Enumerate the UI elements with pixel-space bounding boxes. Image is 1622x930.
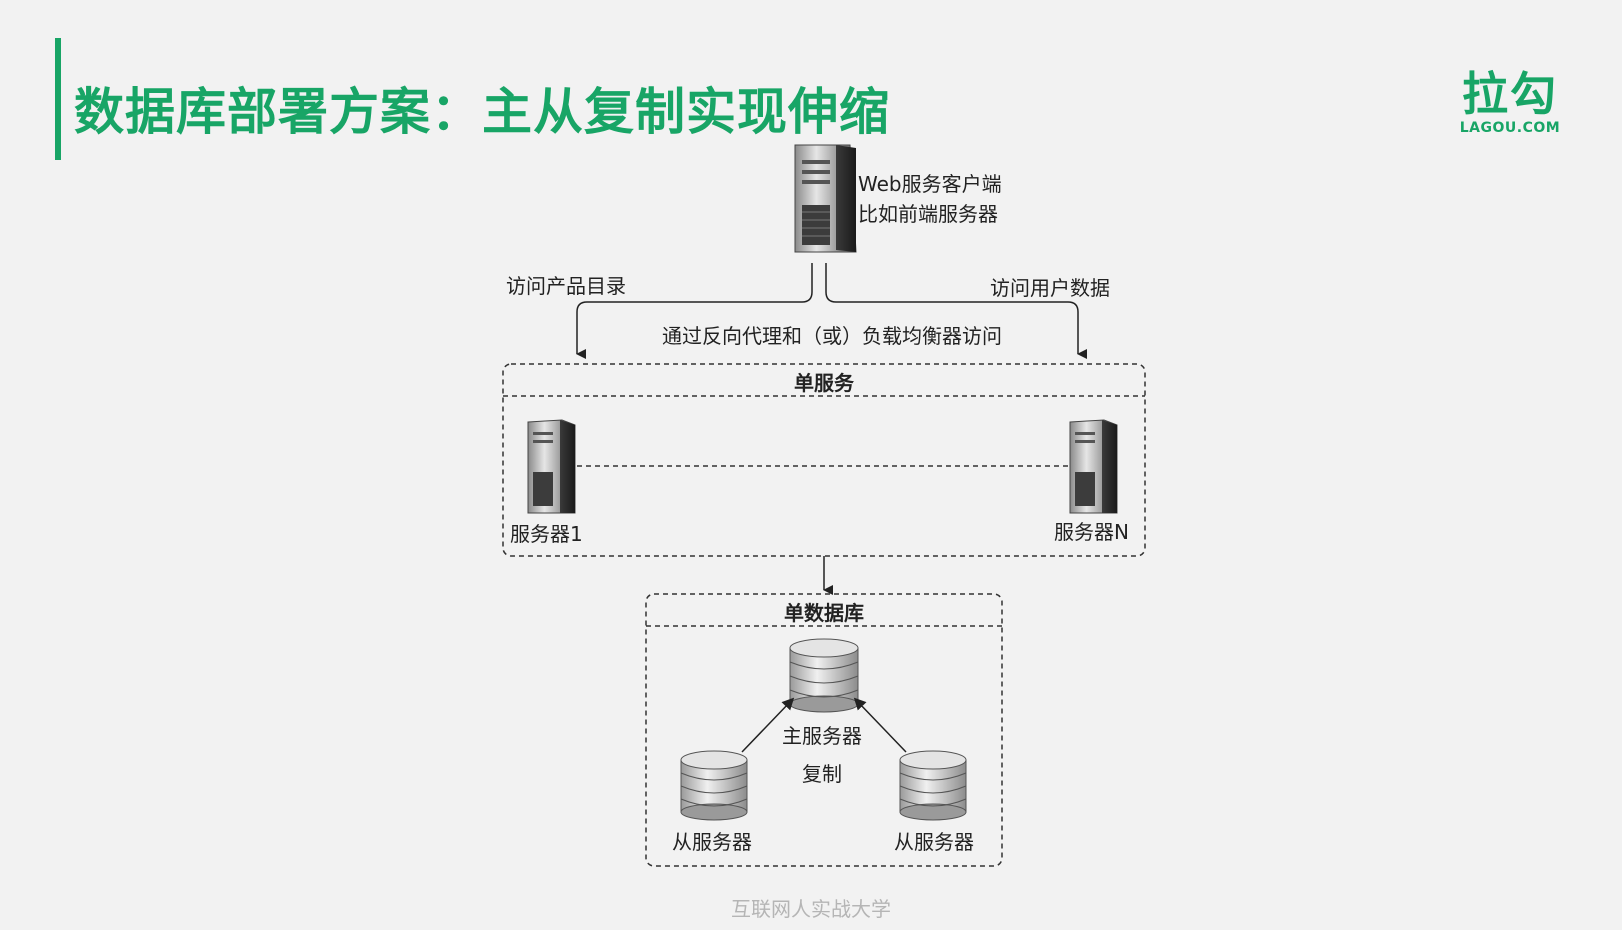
database-group-box — [645, 593, 1003, 867]
right-path-connector — [825, 263, 1087, 359]
client-label-line-2: 比如前端服务器 — [858, 202, 998, 226]
web-client-server-icon — [794, 144, 857, 253]
footer-slogan: 互联网人实战大学 — [731, 897, 891, 921]
client-label-line-1: Web服务客户端 — [858, 172, 1002, 196]
lagou-logo: 拉勾 LAGOU.COM — [1455, 68, 1565, 136]
master-database-icon — [789, 638, 859, 713]
slave-right-label: 从服务器 — [894, 830, 974, 854]
master-label: 主服务器 — [782, 724, 862, 748]
right-path-label: 访问用户数据 — [990, 276, 1110, 300]
server-n-label: 服务器N — [1054, 520, 1129, 544]
server-1-label: 服务器1 — [510, 522, 583, 546]
replication-arrow-right — [853, 697, 907, 753]
database-group-title: 单数据库 — [784, 601, 864, 625]
slave-database-right-icon — [899, 750, 967, 821]
logo-sub-text: LAGOU.COM — [1459, 120, 1561, 136]
replication-arrow-left — [741, 697, 795, 753]
title-accent-bar — [55, 38, 61, 160]
slave-left-label: 从服务器 — [672, 830, 752, 854]
replication-label: 复制 — [802, 762, 842, 786]
logo-main-text: 拉勾 — [1462, 67, 1558, 121]
server-1-icon — [527, 419, 576, 514]
slave-database-left-icon — [680, 750, 748, 821]
server-n-icon — [1069, 419, 1118, 514]
left-path-label: 访问产品目录 — [506, 274, 626, 298]
proxy-label: 通过反向代理和（或）负载均衡器访问 — [662, 324, 1002, 348]
left-path-connector — [576, 263, 813, 359]
service-group-title: 单服务 — [794, 371, 854, 395]
page-title: 数据库部署方案：主从复制实现伸缩 — [74, 83, 890, 141]
